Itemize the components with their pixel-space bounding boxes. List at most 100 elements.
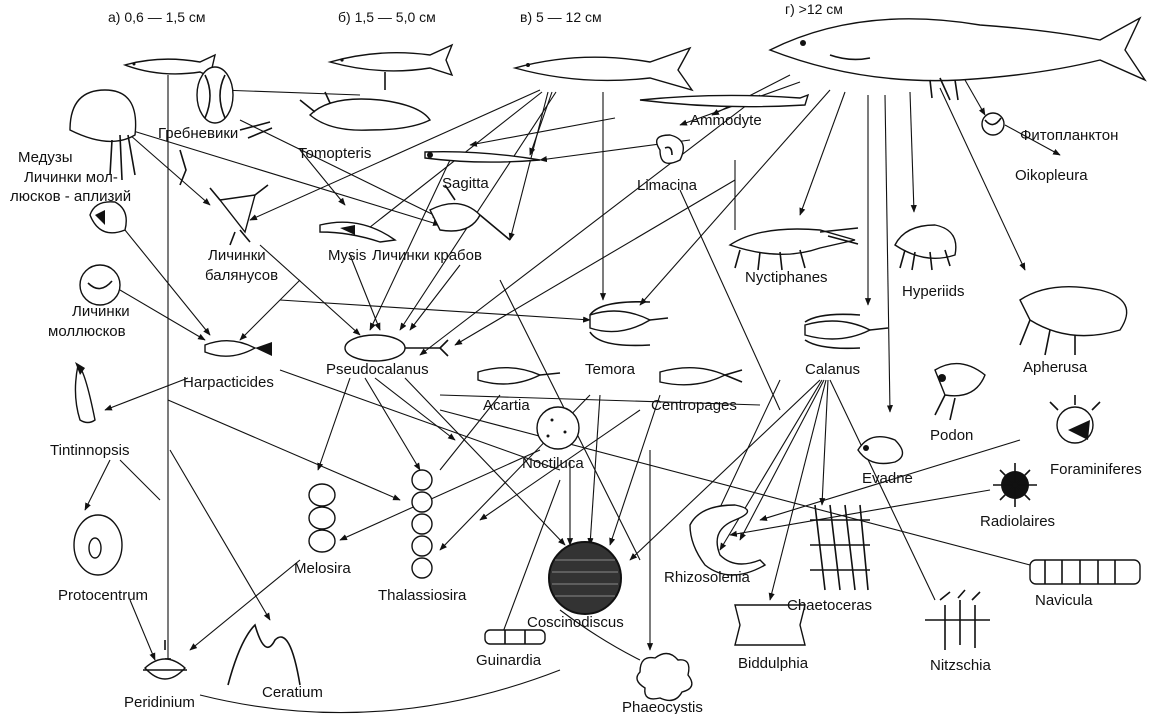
label-ctenophores: Гребневики (158, 125, 238, 142)
link-foram-rhizo (759, 439, 1021, 521)
label-ammodyte: Ammodyte (690, 112, 762, 129)
link-pseudo-melo (317, 377, 351, 471)
link-pseudo-cosc (404, 377, 566, 546)
label-guinardia: Guinardia (476, 652, 542, 669)
link-proto-peri (129, 599, 156, 661)
label-apherusa: Apherusa (1023, 359, 1088, 376)
link-fishG-pseudo (419, 94, 761, 356)
link-barn-pseudo (259, 244, 361, 336)
label-crab-larvae: Личинки крабов (372, 247, 482, 264)
barnacle-larva-icon (209, 184, 269, 246)
label-noctiluca: Noctiluca (522, 455, 584, 472)
size-class-headers: а) 0,6 — 1,5 см б) 1,5 — 5,0 см в) 5 — 1… (108, 1, 843, 25)
thalassiosira-icon (411, 469, 433, 579)
label-oikopleura: Oikopleura (1015, 167, 1088, 184)
label-thalassiosira: Thalassiosira (378, 587, 467, 604)
rhizosolenia-icon (689, 504, 767, 576)
link-cal-rhizo2 (739, 379, 825, 541)
crab-larva-icon (429, 184, 511, 241)
link-moll-harp (119, 289, 206, 341)
label-medusae: Медузы (18, 149, 73, 166)
link-tint-proto (84, 459, 111, 511)
link-cosc-phaeo (559, 609, 641, 661)
link-crab-pseudo (409, 264, 461, 331)
organism-labels: Гребневики Медузы Личинки мол- люсков - … (10, 112, 1142, 714)
link-mollA-harp (124, 229, 211, 336)
label-molluscs-larvae-l2: моллюсков (48, 323, 126, 340)
link-medusa-crab (129, 129, 441, 226)
link-acartia-thal (439, 394, 501, 471)
label-calanus: Calanus (805, 361, 860, 378)
label-coscinodiscus: Coscinodiscus (527, 614, 624, 631)
noctiluca-icon (536, 406, 580, 450)
label-phaeocystis: Phaeocystis (622, 699, 703, 714)
link-cteno-crab (239, 119, 441, 219)
limacina-icon (656, 134, 684, 164)
sagitta-icon (424, 150, 541, 163)
link-ammodyte-sagitta (469, 117, 616, 147)
link-tint-down (119, 459, 161, 501)
label-navicula: Navicula (1035, 592, 1093, 609)
link-fishV-sagitta (529, 91, 553, 156)
feeding-links (84, 74, 1061, 714)
ceratium-icon (227, 623, 301, 686)
link-cal-cosc (629, 379, 821, 561)
link-centro-thal (479, 409, 641, 521)
link-mysis-harp (239, 279, 301, 341)
link-harp-melo (167, 399, 401, 501)
pseudocalanus-icon (344, 334, 449, 362)
temora-icon (589, 300, 669, 347)
link-fishG-hyperiids (909, 91, 917, 213)
label-phytoplankton: Фитопланктон (1020, 127, 1118, 144)
link-cteno-fishB (219, 89, 361, 96)
medusa-icon (69, 89, 187, 186)
label-mollusc-larvae-l1: Личинки мол- (24, 169, 118, 186)
label-molluscs-larvae-l1: Личинки (72, 303, 130, 320)
size-header-b: б) 1,5 — 5,0 см (338, 9, 436, 25)
mysis-icon (319, 221, 397, 243)
nitzschia-icon (925, 589, 990, 650)
apherusa-icon (1019, 286, 1128, 356)
label-tomopteris: Tomopteris (298, 145, 371, 162)
coscinodiscus-icon (548, 541, 622, 615)
link-phyto-oikopleura (1004, 124, 1061, 156)
link-fishG-nyctiphanes (799, 91, 846, 216)
link-harp-tint (104, 377, 189, 411)
fish-v-icon (512, 46, 694, 92)
label-ceratium: Ceratium (262, 684, 323, 701)
link-pseudo-thal (364, 377, 421, 471)
link-medusa-barnacle (129, 134, 211, 206)
link-pseudo-nocti (374, 377, 456, 441)
label-sagitta: Sagitta (442, 175, 489, 192)
harpacticid-icon (204, 340, 272, 357)
centropages-icon (659, 366, 743, 386)
label-pseudocalanus: Pseudocalanus (326, 361, 429, 378)
protocentrum-icon (73, 514, 123, 576)
label-radiolaires: Radiolaires (980, 513, 1055, 530)
label-hyperiids: Hyperiids (902, 283, 965, 300)
size-header-a: а) 0,6 — 1,5 см (108, 9, 206, 25)
link-temora-cosc (587, 394, 601, 546)
link-cal-rhizo (719, 379, 823, 551)
hyperiid-icon (894, 224, 957, 271)
label-limacina: Limacina (637, 177, 698, 194)
guinardia-icon (484, 629, 546, 645)
link-lim-evadne (679, 189, 781, 411)
link-melo-peri (189, 559, 301, 651)
melosira-icon (308, 483, 336, 553)
label-acartia: Acartia (483, 397, 530, 414)
navicula-icon (1029, 559, 1141, 585)
link-tint-ceratium (169, 449, 271, 621)
link-fishG-phyto (964, 79, 986, 116)
link-cal-nitz (829, 379, 936, 601)
link-nocti-guin (499, 479, 561, 641)
label-mollusc-larvae-l2: люсков - аплизий (10, 188, 131, 205)
organism-drawings (69, 16, 1147, 702)
label-tintinnopsis: Tintinnopsis (50, 442, 129, 459)
label-peridinium: Peridinium (124, 694, 195, 711)
link-fishV-crab (508, 91, 549, 241)
label-mysis: Mysis (328, 247, 366, 264)
size-header-g: г) >12 см (785, 1, 843, 17)
label-barnacle-larvae-l1: Личинки (208, 247, 266, 264)
size-header-v: в) 5 — 12 см (520, 9, 602, 25)
